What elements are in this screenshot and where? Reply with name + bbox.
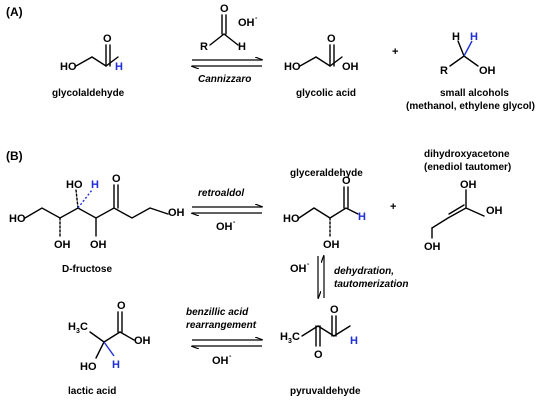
plus-sign: + xyxy=(390,201,396,213)
atom-oh: OH xyxy=(342,61,359,73)
plus-sign: + xyxy=(392,46,398,58)
charge-minus: - xyxy=(233,219,236,226)
atom-oh: OH xyxy=(323,239,340,251)
benzillic-label-1: benzillic acid xyxy=(186,307,249,318)
small-alcohol-structure: R H H OH xyxy=(440,31,496,77)
subscript-3: 3 xyxy=(76,328,80,335)
atom-o: O xyxy=(342,175,351,187)
atom-ho: HO xyxy=(283,213,300,225)
atom-o: O xyxy=(220,3,229,15)
hydroxide-label: OH xyxy=(290,263,307,275)
atom-o: O xyxy=(103,33,112,45)
retroaldol-label: retroaldol xyxy=(198,188,244,199)
atom-o: O xyxy=(117,300,126,312)
atom-oh: OH xyxy=(168,207,185,219)
pyruvaldehyde-label: pyruvaldehyde xyxy=(290,386,361,397)
atom-r: R xyxy=(440,65,448,77)
glycolic-acid-label: glycolic acid xyxy=(296,88,356,99)
tautomerization-label: tautomerization xyxy=(334,279,408,290)
atom-h: H xyxy=(238,41,246,53)
atom-ho: HO xyxy=(9,213,26,225)
hydroxide-label: OH xyxy=(216,221,233,233)
atom-h: H xyxy=(68,321,76,333)
dehydration-label: dehydration, xyxy=(334,266,394,277)
glycolaldehyde-label: glycolaldehyde xyxy=(52,88,125,99)
charge-minus: - xyxy=(229,353,232,360)
pyruvaldehyde-structure: H 3 C O O H xyxy=(280,304,358,361)
atom-h-highlight: H xyxy=(115,61,123,73)
atom-h-highlight: H xyxy=(350,335,358,347)
atom-h: H xyxy=(280,331,288,343)
lactic-acid-label: lactic acid xyxy=(68,386,116,397)
atom-hydroxide: OH xyxy=(238,17,255,29)
atom-ho: HO xyxy=(80,361,97,373)
panel-a-label: (A) xyxy=(6,5,23,19)
atom-r: R xyxy=(200,41,208,53)
atom-h-highlight: H xyxy=(470,31,478,43)
enediol-label: (enediol tautomer) xyxy=(424,162,511,173)
atom-oh: OH xyxy=(486,205,503,217)
glyceraldehyde-label: glyceraldehyde xyxy=(290,168,363,179)
fructose-label: D-fructose xyxy=(62,264,112,275)
charge-minus: - xyxy=(255,15,258,22)
benzillic-label-2: rearrangement xyxy=(186,320,257,331)
atom-ho: HO xyxy=(66,179,83,191)
fructose-structure: HO O OH HO H OH OH xyxy=(9,173,185,251)
atom-o: O xyxy=(327,33,336,45)
atom-oh: OH xyxy=(479,65,496,77)
atom-oh: OH xyxy=(90,239,107,251)
atom-h: H xyxy=(452,31,460,43)
lactic-acid-structure: H 3 C O OH HO H xyxy=(68,300,151,373)
enediol-structure: OH OH OH xyxy=(424,179,503,253)
atom-o: O xyxy=(314,349,323,361)
atom-oh: OH xyxy=(424,241,441,253)
atom-o: O xyxy=(112,173,121,185)
panel-b-label: (B) xyxy=(6,149,23,163)
subscript-3: 3 xyxy=(288,338,292,345)
reagent-aldehyde-structure: R O H OH - xyxy=(200,3,258,53)
glycolaldehyde-structure: HO O H xyxy=(60,33,123,73)
atom-ho: HO xyxy=(60,61,77,73)
atom-c: C xyxy=(80,321,88,333)
atom-oh: OH xyxy=(134,335,151,347)
atom-ho: HO xyxy=(284,61,301,73)
cannizzaro-label: Cannizzaro xyxy=(198,74,251,85)
atom-o: O xyxy=(330,304,339,316)
atom-c: C xyxy=(292,331,300,343)
charge-minus: - xyxy=(307,261,310,268)
glycolic-acid-structure: HO O OH xyxy=(284,33,359,73)
small-alcohols-examples: (methanol, ethylene glycol) xyxy=(406,101,535,112)
atom-h-highlight: H xyxy=(112,359,120,371)
dihydroxyacetone-label: dihydroxyacetone xyxy=(424,149,510,160)
glyceraldehyde-structure: HO O H OH xyxy=(283,175,366,251)
small-alcohols-label: small alcohols xyxy=(440,88,509,99)
hydroxide-label: OH xyxy=(212,355,229,367)
atom-h-highlight: H xyxy=(358,211,366,223)
atom-h-highlight: H xyxy=(91,179,99,191)
atom-oh: OH xyxy=(54,239,71,251)
atom-oh: OH xyxy=(460,179,477,191)
